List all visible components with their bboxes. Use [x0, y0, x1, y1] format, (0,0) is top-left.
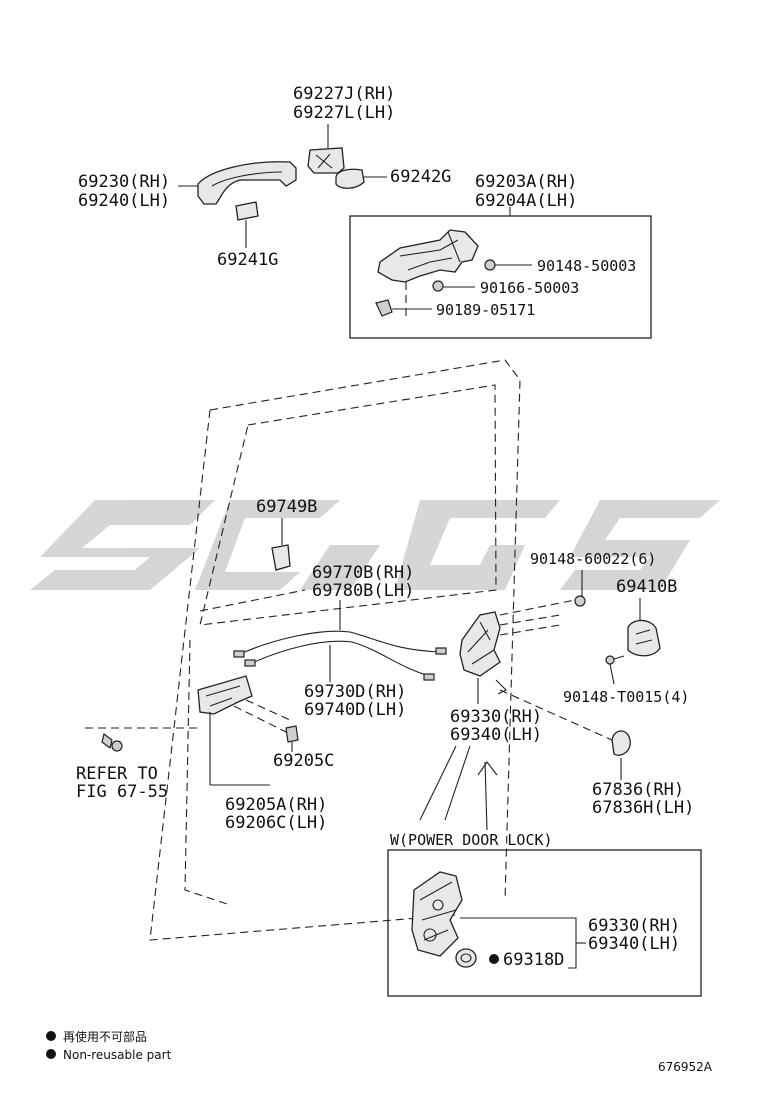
- outside-handle-cover-label: 69227J(RH) 69227L(LH): [293, 84, 395, 123]
- lock-cable-label: 69770B(RH) 69780B(LH): [312, 563, 414, 601]
- outside-handle-label: 69230(RH) 69240(LH): [78, 172, 170, 211]
- power-lock-assy-part: [411, 871, 463, 957]
- door-lock-label: 69330(RH) 69340(LH): [450, 707, 542, 745]
- cushion-label: 67836(RH) 67836H(LH): [592, 780, 694, 818]
- svg-text:69330(RH): 69330(RH): [588, 916, 680, 936]
- svg-text:69203A(RH): 69203A(RH): [475, 172, 577, 192]
- svg-text:69340(LH): 69340(LH): [450, 725, 542, 745]
- inside-handle-label: 69205A(RH) 69206C(LH): [225, 795, 327, 833]
- screw-4-label: 90148-T0015(4): [563, 688, 689, 706]
- inside-handle-bolt-label: 69205C: [273, 751, 334, 771]
- svg-text:69770B(RH): 69770B(RH): [312, 563, 414, 583]
- outside-handle-cover-part: [307, 147, 345, 174]
- refer-label: REFER TO FIG 67-55: [76, 764, 168, 802]
- svg-text:69230(RH): 69230(RH): [78, 172, 170, 192]
- inside-handle-part: [197, 675, 253, 715]
- legend-dot-jp: [46, 1031, 56, 1041]
- rod-clip-label: 69749B: [256, 497, 317, 517]
- open-cable-label: 69730D(RH) 69740D(LH): [304, 682, 406, 720]
- bolt-2-label: 90166-50003: [480, 279, 579, 297]
- legend-en: Non-reusable part: [63, 1048, 172, 1062]
- svg-text:69780B(LH): 69780B(LH): [312, 581, 414, 601]
- seal-label: 69318D: [503, 950, 564, 970]
- rod-clip-part: [271, 544, 291, 571]
- striker-label: 69410B: [616, 577, 677, 597]
- pad-rear-label: 69241G: [217, 250, 278, 270]
- svg-text:69227L(LH): 69227L(LH): [293, 103, 395, 123]
- pad-front-label: 69242G: [390, 167, 451, 187]
- svg-text:67836(RH): 67836(RH): [592, 780, 684, 800]
- outside-handle-part: [197, 161, 297, 205]
- power-door-lock-box: [387, 849, 702, 997]
- svg-text:FIG 67-55: FIG 67-55: [76, 782, 168, 802]
- pad-front-part: [335, 168, 365, 189]
- power-lock-assy-label: 69330(RH) 69340(LH): [588, 916, 680, 954]
- svg-text:69340(LH): 69340(LH): [588, 934, 680, 954]
- svg-text:69227J(RH): 69227J(RH): [293, 84, 395, 104]
- svg-text:67836H(LH): 67836H(LH): [592, 798, 694, 818]
- bolt-1-label: 90148-50003: [537, 257, 636, 275]
- non-reusable-dot: [489, 954, 499, 964]
- seal-part: [455, 948, 477, 968]
- svg-text:69730D(RH): 69730D(RH): [304, 682, 406, 702]
- cushion-part: [611, 730, 631, 756]
- power-door-lock-title: W(POWER DOOR LOCK): [390, 831, 553, 849]
- handle-frame-part: [377, 229, 479, 283]
- svg-text:REFER TO: REFER TO: [76, 764, 158, 784]
- handle-frame-label: 69203A(RH) 69204A(LH): [475, 172, 577, 211]
- handle-frame-box: [349, 215, 652, 339]
- figure-id: 676952A: [658, 1060, 713, 1074]
- screw-6-label: 90148-60022(6): [530, 550, 656, 568]
- screw-6-part: [574, 595, 586, 607]
- clip-1-label: 90189-05171: [436, 301, 535, 319]
- svg-text:69205A(RH): 69205A(RH): [225, 795, 327, 815]
- legend-dot-en: [46, 1049, 56, 1059]
- door-outline: [149, 359, 521, 941]
- svg-text:69206C(LH): 69206C(LH): [225, 813, 327, 833]
- svg-text:69330(RH): 69330(RH): [450, 707, 542, 727]
- striker-part: [627, 619, 661, 657]
- svg-text:69204A(LH): 69204A(LH): [475, 191, 577, 211]
- pad-rear-part: [235, 201, 259, 221]
- svg-text:69240(LH): 69240(LH): [78, 191, 170, 211]
- watermark-logo: [30, 500, 720, 590]
- legend-jp: 再使用不可部品: [63, 1029, 147, 1044]
- lock-cable-part: [237, 630, 441, 656]
- svg-text:69740D(LH): 69740D(LH): [304, 700, 406, 720]
- door-lock-part: [459, 611, 501, 677]
